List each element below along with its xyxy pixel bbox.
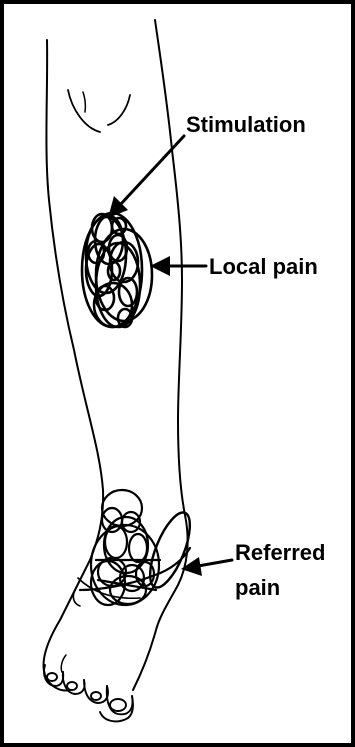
referred-pain-label-line2: pain	[235, 575, 280, 601]
toes	[44, 665, 133, 721]
arrow-referred-pain	[198, 560, 232, 566]
local-pain-scribble	[82, 213, 152, 327]
foot-outline	[133, 515, 188, 690]
referred-pain-scribble	[78, 490, 198, 605]
referred-pain-label-line1: Referred	[235, 540, 325, 566]
stimulation-label: Stimulation	[186, 112, 306, 138]
foot-crease	[61, 655, 66, 672]
ankle-bone-mark	[73, 588, 80, 606]
knee-mark	[108, 95, 130, 125]
knee-mark	[83, 92, 85, 112]
local-pain-label: Local pain	[209, 254, 318, 280]
foot-outline	[43, 560, 90, 690]
